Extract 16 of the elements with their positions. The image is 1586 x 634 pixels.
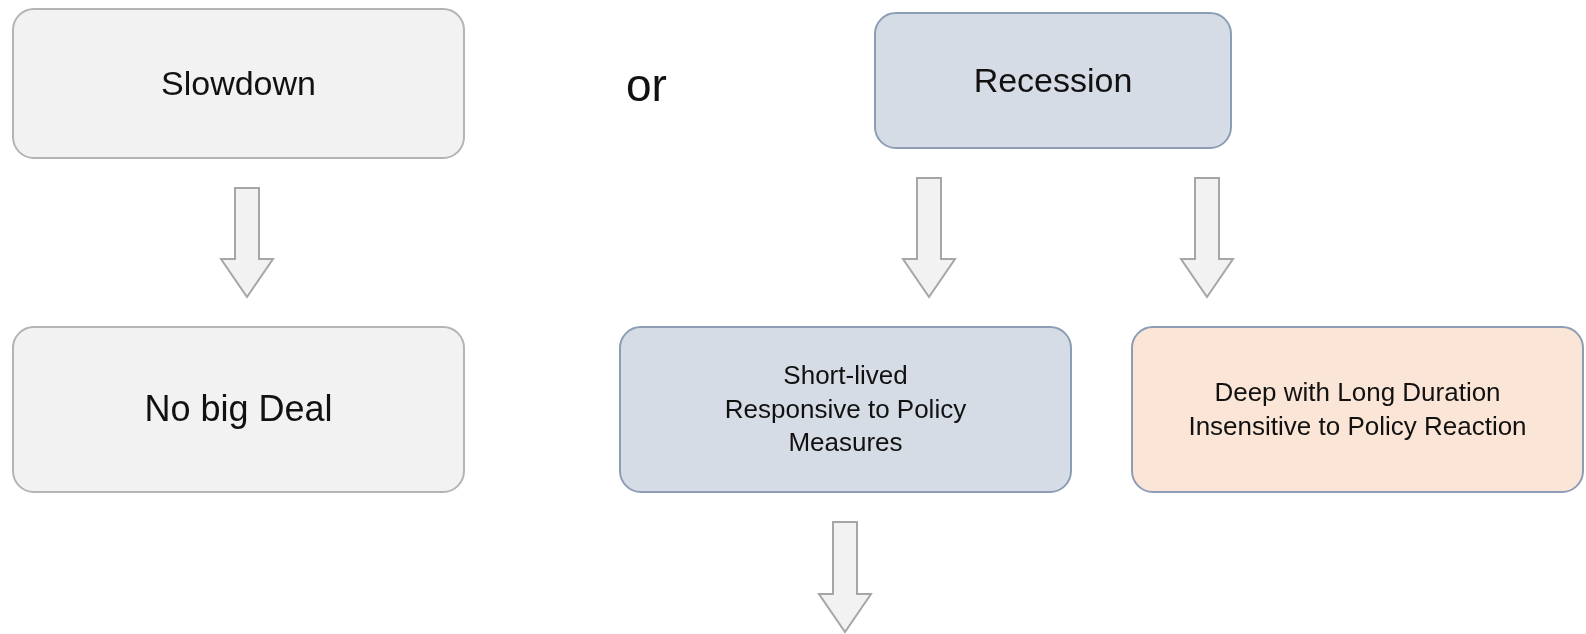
box-label: No big Deal — [144, 387, 333, 432]
box-label: Short-lived — [783, 358, 908, 392]
block-arrow — [219, 187, 275, 299]
box-label: Recession — [973, 60, 1133, 102]
connector-word: or — [626, 58, 667, 112]
block-arrow — [1179, 177, 1235, 299]
box-label: Slowdown — [161, 63, 316, 105]
process-box — [619, 326, 1072, 493]
process-box — [12, 8, 465, 159]
block-arrow — [901, 177, 957, 299]
block-arrow — [817, 521, 873, 634]
box-label: Deep with Long Duration Insensitive to Policy Reaction — [1187, 375, 1528, 443]
box-label: Responsive to Policy Measures — [723, 392, 968, 460]
process-box — [874, 12, 1232, 149]
process-box — [12, 326, 465, 493]
process-box — [1131, 326, 1584, 493]
